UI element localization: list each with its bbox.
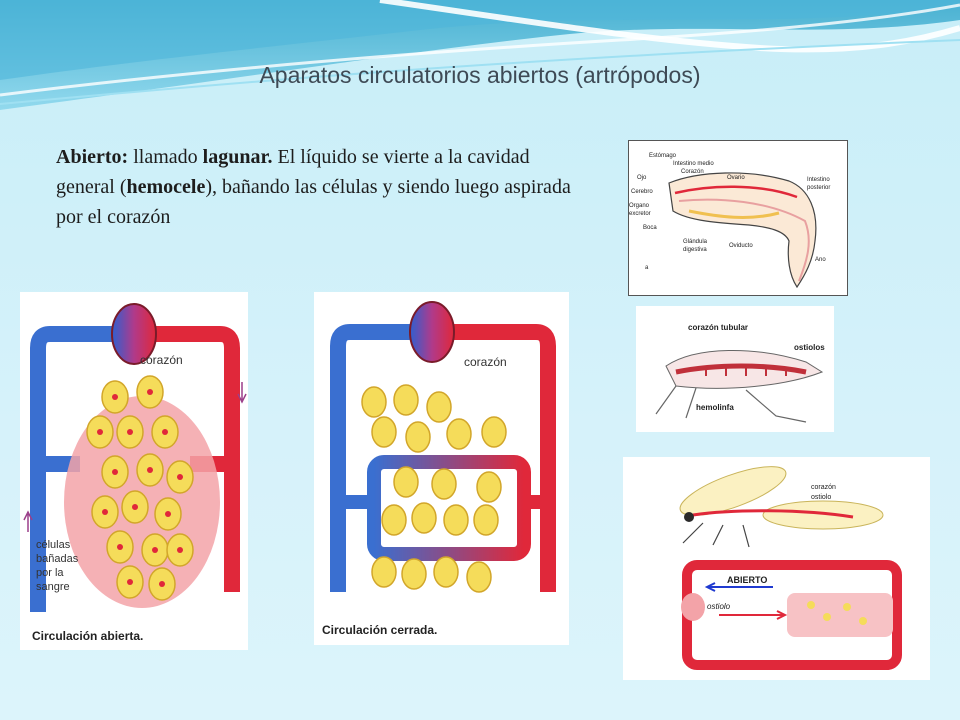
label-intestino-posterior-1: Intestino bbox=[807, 177, 830, 183]
header-wave-decoration bbox=[0, 0, 960, 110]
label-ostiolo-bottom: ostiolo bbox=[707, 602, 731, 611]
label-boca: Boca bbox=[643, 225, 657, 231]
slide-title: Aparatos circulatorios abiertos (artrópo… bbox=[259, 62, 701, 88]
grasshopper-diagram: corazón tubular ostiolos hemolinfa bbox=[636, 306, 834, 432]
text-part-1: llamado bbox=[128, 146, 203, 168]
wing-upper bbox=[679, 466, 787, 516]
term-hemocele: hemocele bbox=[126, 176, 206, 198]
label-glandula: Glándula bbox=[683, 239, 708, 245]
heart-label: corazón bbox=[140, 353, 183, 367]
term-lagunar: lagunar. bbox=[202, 146, 273, 168]
arrow-down-icon bbox=[237, 382, 247, 404]
label-abierto: ABIERTO bbox=[727, 575, 767, 585]
shrimp-anatomy-diagram: Estómago Intestino medio Corazón Ovario … bbox=[628, 140, 848, 296]
label-ovario: Ovario bbox=[727, 175, 745, 181]
text-part-3: ), bañando las células y siendo luego as… bbox=[56, 176, 571, 228]
heart-shape bbox=[409, 301, 455, 363]
label-intestino-medio: Intestino medio bbox=[673, 161, 714, 167]
label-digestiva: digestiva bbox=[683, 247, 707, 253]
heart-pouch bbox=[681, 593, 705, 621]
term-abierto: Abierto: bbox=[56, 146, 129, 168]
closed-caption: Circulación cerrada. bbox=[322, 623, 437, 637]
dorsal-vessel bbox=[692, 509, 854, 519]
insect-head bbox=[684, 512, 694, 522]
label-organo: Organo bbox=[629, 203, 650, 209]
label-hemolinfa: hemolinfa bbox=[696, 403, 734, 412]
text-part-2: El líquido se vierte a la cavidad genera… bbox=[56, 146, 530, 198]
label-panel-letter: a bbox=[645, 265, 649, 271]
insect-open-system-diagram: corazón ostiolo ABIERTO ostiolo bbox=[623, 457, 930, 680]
tubular-heart bbox=[675, 363, 807, 375]
label-corazon: Corazón bbox=[681, 169, 704, 175]
heart-vessel bbox=[674, 185, 798, 199]
label-cerebro: Cerebro bbox=[631, 189, 653, 195]
label-ojo: Ojo bbox=[637, 175, 647, 181]
label-intestino-posterior-2: posterior bbox=[807, 185, 830, 191]
hemocoel-tissue bbox=[787, 593, 893, 637]
label-excretor: excretor bbox=[629, 211, 651, 217]
label-ostiolo-top: ostiolo bbox=[811, 494, 831, 501]
open-caption: Circulación abierta. bbox=[32, 629, 143, 643]
label-estomago: Estómago bbox=[649, 153, 677, 159]
open-circulation-diagram: corazón células bañadas bbox=[20, 292, 248, 650]
label-corazon-tubular: corazón tubular bbox=[688, 323, 748, 332]
label-corazon: corazón bbox=[811, 484, 836, 491]
label-oviducto: Oviducto bbox=[729, 243, 753, 249]
label-ano: Ano bbox=[815, 257, 826, 263]
body-paragraph: Abierto: llamado lagunar. El líquido se … bbox=[56, 142, 576, 232]
shrimp-body bbox=[668, 172, 817, 289]
heart-label: corazón bbox=[464, 355, 507, 369]
cell-nuclei bbox=[97, 389, 183, 587]
blood-cells bbox=[361, 384, 507, 593]
heart-shape bbox=[111, 303, 157, 365]
cells-label: células bañadas por la sangre bbox=[36, 539, 81, 593]
grasshopper-body bbox=[665, 349, 824, 389]
closed-circulation-diagram: corazón Circulación cerrada. bbox=[314, 292, 569, 645]
arrow-right-icon bbox=[719, 610, 788, 620]
wing-lower bbox=[762, 500, 884, 530]
arrow-left-icon bbox=[704, 582, 773, 592]
label-ostiolos: ostiolos bbox=[794, 343, 825, 352]
arrow-up-icon bbox=[23, 510, 33, 532]
